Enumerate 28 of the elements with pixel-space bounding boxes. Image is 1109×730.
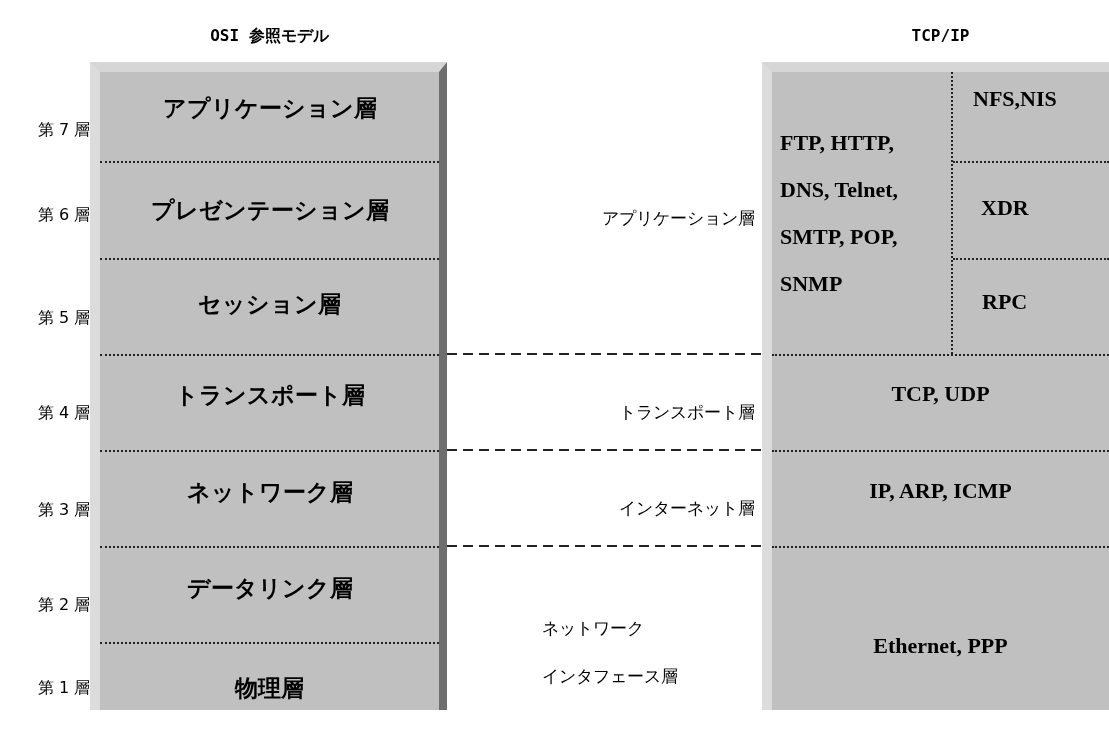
tcp-layer-name: トランスポート層 (619, 401, 755, 424)
layer-name: プレゼンテーション層 (149, 197, 390, 223)
layer-number: 第 6 層 (38, 204, 91, 226)
tcp-layer-name: アプリケーション層 (602, 207, 755, 230)
protocol-name: IP, ARP, ICMP (868, 478, 1013, 504)
protocol-name: TCP, UDP (890, 381, 991, 407)
tcp-layer-name: インタフェース層 (542, 665, 678, 688)
protocol-name: NFS,NIS (973, 86, 1058, 112)
tcp-layer-name: ネットワーク (542, 617, 644, 640)
layer-number: 第 2 層 (38, 594, 91, 616)
protocol-name: FTP, HTTP, DNS, Telnet, SMTP, POP, SNMP (780, 129, 899, 298)
protocol-name: RPC (982, 289, 1029, 315)
layer-number: 第 1 層 (38, 677, 91, 699)
layer-name: セッション層 (197, 291, 342, 317)
layer-name: 物理層 (233, 675, 305, 701)
layer-name: データリンク層 (185, 575, 354, 601)
layer-number: 第 5 層 (38, 307, 91, 329)
layer-name: ネットワーク層 (185, 479, 354, 505)
tcp-layer-name: インターネット層 (619, 497, 755, 520)
protocol-name: Ethernet, PPP (872, 633, 1009, 659)
model-heading: OSI 参照モデル (209, 26, 330, 47)
layer-name: アプリケーション層 (161, 95, 378, 121)
layer-number: 第 3 層 (38, 499, 91, 521)
layer-number: 第 7 層 (38, 119, 91, 141)
layer-number: 第 4 層 (38, 402, 91, 424)
layer-name: トランスポート層 (173, 382, 366, 408)
protocol-name: XDR (981, 195, 1030, 221)
model-heading: TCP/IP (910, 26, 971, 45)
